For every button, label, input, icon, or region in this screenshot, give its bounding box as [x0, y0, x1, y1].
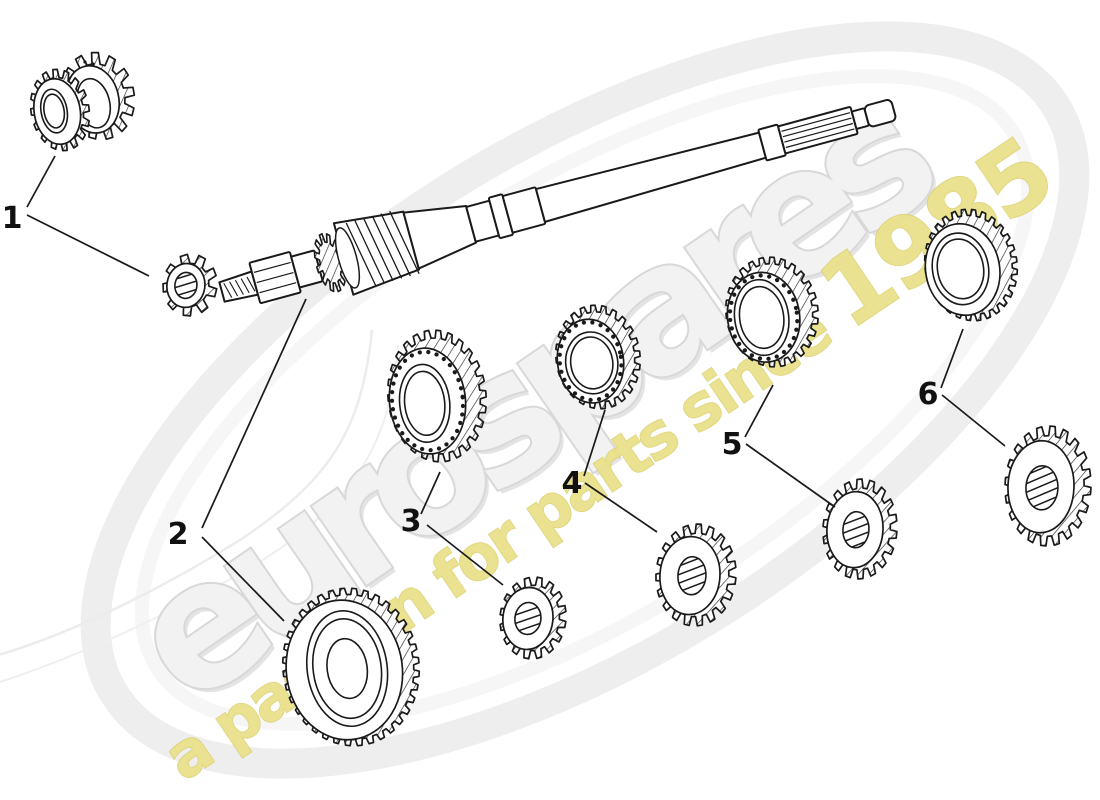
part-gear-3b: [499, 576, 567, 660]
spline-bore: [514, 601, 542, 636]
leader-line: [941, 394, 1006, 447]
synchro-dots: [389, 349, 466, 453]
leader-line: [201, 298, 307, 529]
leader-line: [26, 214, 150, 277]
part-gear-3: [386, 329, 488, 463]
leader-line: [420, 471, 441, 515]
callout-2: 2: [168, 298, 307, 622]
diagram-art: 1 2 3 4 5 6: [2, 51, 1092, 747]
part-gear-2: [281, 587, 421, 747]
leader-line: [583, 409, 606, 477]
callout-3: 3: [401, 471, 504, 586]
spline-bore: [842, 510, 870, 549]
part-label-1: 1: [2, 201, 23, 236]
leader-line: [745, 443, 836, 508]
part-gear-4: [555, 304, 641, 410]
part-main-shaft: [218, 99, 897, 305]
leader-line: [26, 155, 56, 208]
leader-line: [201, 536, 285, 622]
watermark-ribbon-edge-2: [0, 344, 399, 683]
part-gear-6: [923, 208, 1019, 322]
part-gear-4b: [655, 523, 737, 627]
part-gear-6b: [1004, 425, 1092, 547]
part-gear-5: [725, 256, 819, 368]
leader-line: [744, 384, 774, 438]
part-label-2: 2: [168, 517, 189, 552]
spline-bore: [1025, 464, 1059, 511]
part-label-5: 5: [722, 427, 743, 462]
part-label-4: 4: [562, 466, 583, 501]
watermark-ribbon-edge-1: [0, 329, 374, 656]
leader-line: [940, 328, 964, 389]
part-gear-5b: [822, 478, 898, 580]
part-label-6: 6: [918, 377, 939, 412]
callout-5: 5: [722, 384, 836, 508]
callout-6: 6: [918, 328, 1006, 447]
part-label-3: 3: [401, 504, 422, 539]
spline-bore: [174, 271, 198, 300]
callout-1: 1: [2, 155, 150, 277]
callout-4: 4: [562, 409, 658, 533]
leader-line: [426, 524, 504, 586]
synchro-dots: [727, 273, 800, 362]
hub-dot: [83, 60, 87, 64]
hub-dot: [91, 62, 95, 66]
leader-line: [584, 482, 658, 533]
synchro-dots: [557, 320, 624, 403]
spline-bore: [677, 555, 707, 596]
part-gear-1c: [162, 253, 218, 317]
part-gear-1b: [29, 68, 91, 152]
